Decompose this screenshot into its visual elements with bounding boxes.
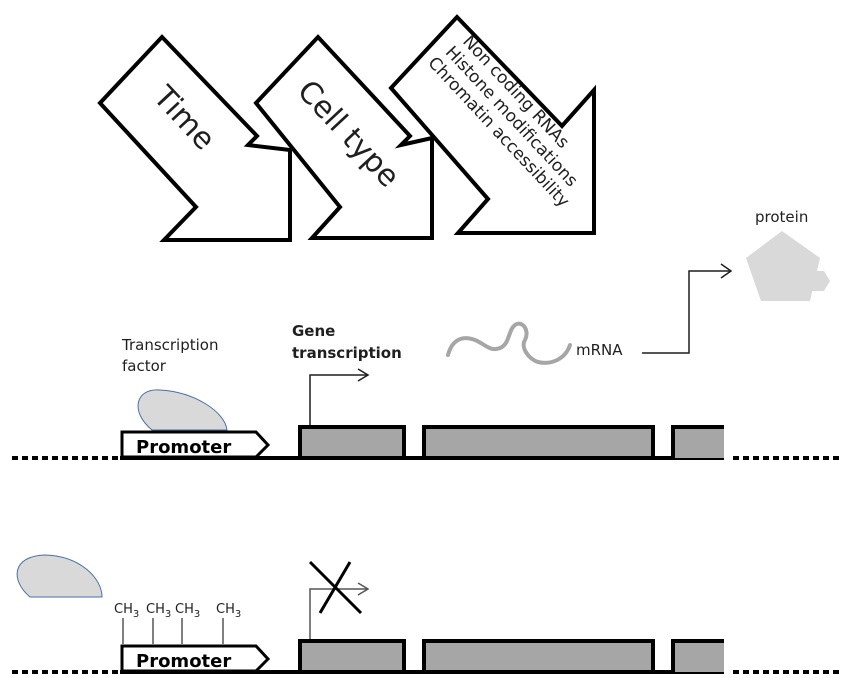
svg-text:CH3: CH3 <box>175 602 200 620</box>
exon-1 <box>298 425 406 460</box>
silenced-gene: CH3 CH3 CH3 CH3 Promoter <box>12 554 840 674</box>
exon-3-outline <box>671 639 724 672</box>
transcription-start-arrow-icon <box>309 368 370 425</box>
exon-3-outline <box>671 425 724 458</box>
blocked-transcription-arrow-icon <box>309 582 370 640</box>
methyl-group-1: CH3 <box>114 602 139 644</box>
transcription-factor-bound <box>137 389 228 431</box>
transcription-factor-label-1: Transcription <box>121 336 218 354</box>
arrow-cell-type-shape <box>253 34 434 240</box>
exon-2 <box>422 425 655 460</box>
exon-3 <box>673 427 724 458</box>
methyl-group-3: CH3 <box>175 602 200 644</box>
protein-label: protein <box>755 208 808 226</box>
svg-text:CH3: CH3 <box>216 602 241 620</box>
exon-1 <box>298 639 406 674</box>
methyl-group-4: CH3 <box>216 602 241 644</box>
cross-icon <box>308 560 363 615</box>
arrow-epigenetic-shape <box>388 14 596 235</box>
mrna-strand-icon <box>446 321 572 365</box>
translation-arrow <box>642 263 733 354</box>
promoter-box <box>120 644 271 673</box>
methyl-group-2: CH3 <box>146 602 171 644</box>
svg-text:CH3: CH3 <box>114 602 139 620</box>
mrna-label: mRNA <box>576 341 623 359</box>
transcription-factor-unbound <box>16 554 103 598</box>
gene-transcription-label-2: transcription <box>292 344 402 362</box>
promoter-box <box>120 430 271 459</box>
promoter-label: Promoter <box>136 437 231 458</box>
svg-text:CH3: CH3 <box>146 602 171 620</box>
protein-domain-icon <box>806 271 830 291</box>
protein-pentagon-icon <box>746 231 820 301</box>
protein: protein <box>746 208 830 301</box>
arrow-time-shape <box>97 34 292 242</box>
active-gene: Transcription factor Gene transcription … <box>12 321 840 460</box>
arrow-time: Time <box>97 34 292 242</box>
gene-transcription-label-1: Gene <box>292 322 335 340</box>
exon-3 <box>673 641 724 672</box>
transcription-factor-label-2: factor <box>122 357 167 375</box>
exon-2 <box>422 639 655 674</box>
promoter-label: Promoter <box>136 651 231 672</box>
